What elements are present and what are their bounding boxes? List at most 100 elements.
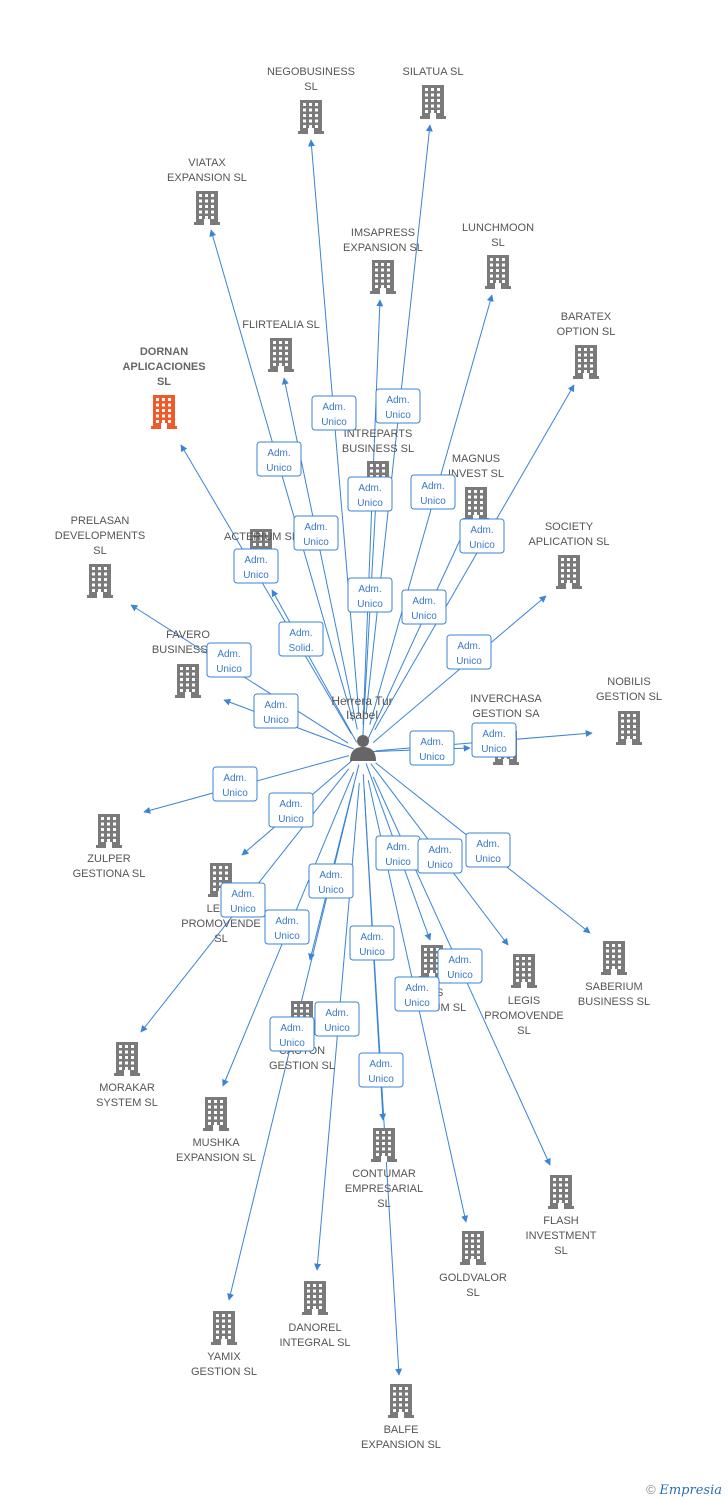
company-label-prelasan: DEVELOPMENTS: [55, 530, 145, 542]
company-label-contumar: CONTUMAR: [352, 1168, 416, 1180]
company-label-yamix: GESTION SL: [191, 1366, 257, 1378]
role-badge-zulper[interactable]: Adm.Unico: [212, 766, 258, 802]
center-person[interactable]: Herrera Tur Isabel: [331, 694, 393, 761]
role-badge-dornan[interactable]: Adm.Unico: [233, 548, 279, 584]
building-icon: [420, 85, 446, 119]
role-badge-inverchasa[interactable]: Adm.Unico: [409, 730, 455, 766]
company-label-viatax: EXPANSION SL: [167, 172, 247, 184]
role-badge-saberium[interactable]: Adm.Unico: [465, 832, 511, 868]
company-label-balfe: EXPANSION SL: [361, 1439, 441, 1451]
company-label-baratex: OPTION SL: [557, 326, 616, 338]
building-icon: [96, 814, 122, 848]
company-node-silatua[interactable]: SILATUA SL: [403, 66, 464, 119]
role-badge-contumar[interactable]: Adm.Unico: [349, 925, 395, 961]
role-badge-lenv[interactable]: Adm.Unico: [268, 792, 314, 828]
role-label: Unico: [278, 814, 304, 825]
role-badge-intreparts[interactable]: Adm.Unico: [347, 577, 393, 613]
company-node-flirtealia[interactable]: FLIRTEALIA SL: [242, 319, 320, 372]
company-label-flirtealia: FLIRTEALIA SL: [242, 319, 319, 331]
role-badge-baratex[interactable]: Adm. Unico: [459, 518, 505, 554]
company-label-dornan: SL: [157, 376, 171, 388]
company-label-baratex: BARATEX: [561, 311, 612, 323]
role-badge-negobusiness[interactable]: Adm.Unico: [311, 395, 357, 431]
role-badge-magnus[interactable]: Adm.Unico: [401, 589, 447, 625]
company-node-baratex[interactable]: BARATEX OPTION SL: [557, 311, 616, 379]
role-badge-flash[interactable]: Adm.Unico: [437, 948, 483, 984]
role-badge-danorel[interactable]: Adm.Unico: [314, 1001, 360, 1037]
company-label-lunchmoon: SL: [491, 237, 504, 249]
role-badge-favero[interactable]: Adm.Unico: [253, 693, 299, 729]
company-label-inverchasa: INVERCHASA: [470, 693, 542, 705]
company-node-negobusiness[interactable]: NEGOBUSINESS SL: [267, 66, 355, 134]
role-label: Unico: [404, 998, 430, 1009]
company-label-negobusiness: NEGOBUSINESS: [267, 66, 355, 78]
company-label-prelasan: SL: [93, 545, 106, 557]
role-badge-cauton[interactable]: Adm.Unico: [308, 863, 354, 899]
brand-logo[interactable]: Empresia: [659, 1483, 722, 1498]
role-label: Unico: [469, 540, 495, 551]
company-label-negobusiness: SL: [304, 81, 317, 93]
role-label: Adm.: [369, 1059, 392, 1070]
role-label: Unico: [427, 860, 453, 871]
role-label: Adm.: [386, 395, 409, 406]
building-icon: [175, 664, 201, 698]
company-label-magnus: INVEST SL: [448, 468, 504, 480]
building-icon: [463, 487, 489, 521]
role-badge-legis[interactable]: Adm.Unico: [417, 838, 463, 874]
role-badge-lunchmoon[interactable]: Adm.Unico: [410, 474, 456, 510]
role-badge-flirtealia[interactable]: Adm.Unico: [293, 515, 339, 551]
role-badge-goldvalor[interactable]: Adm.Unico: [394, 976, 440, 1012]
role-badge-viatax[interactable]: Adm.Unico: [256, 441, 302, 477]
company-label-saberium: BUSINESS SL: [578, 996, 650, 1008]
role-badge-imsapress[interactable]: Adm.Unico: [347, 476, 393, 512]
role-badge-yamix[interactable]: Adm.Unico: [269, 1016, 315, 1052]
company-label-nobilis: NOBILIS: [607, 676, 650, 688]
company-label-goldvalor: GOLDVALOR: [439, 1272, 507, 1284]
role-label: Unico: [357, 498, 383, 509]
role-label: Adm.: [358, 584, 381, 595]
role-label: Adm.: [470, 525, 493, 536]
company-label-danorel: DANOREL: [288, 1322, 341, 1334]
role-label: Adm.: [264, 700, 287, 711]
role-label: Adm.: [280, 1023, 303, 1034]
role-label: Adm.: [412, 596, 435, 607]
role-label: Adm.: [457, 641, 480, 652]
role-badge-morakar[interactable]: Adm.Unico: [220, 882, 266, 918]
role-label: Unico: [420, 496, 446, 507]
building-icon: [548, 1175, 574, 1209]
role-badge-acterium[interactable]: Adm.Solid.: [278, 621, 324, 657]
role-badge-balfe[interactable]: Adm.Unico: [358, 1052, 404, 1088]
company-label-flash: INVESTMENT: [526, 1230, 597, 1242]
company-label-contumar: EMPRESARIAL: [345, 1183, 423, 1195]
company-label-favero: FAVERO: [166, 629, 210, 641]
role-badge-nes[interactable]: Adm.Unico: [375, 835, 421, 871]
role-badge-society[interactable]: Adm.Unico: [446, 634, 492, 670]
role-badge-prelasan[interactable]: Adm.Unico: [206, 642, 252, 678]
edge-magnus: [367, 526, 467, 739]
role-label: Adm.: [360, 932, 383, 943]
role-badge-mushka[interactable]: Adm.Unico: [264, 909, 310, 945]
person-name-line-1: Herrera Tur: [331, 694, 392, 708]
role-badge-nobilis[interactable]: Adm.Unico: [471, 722, 517, 758]
role-badge-silatua[interactable]: Adm.Unico: [375, 388, 421, 424]
